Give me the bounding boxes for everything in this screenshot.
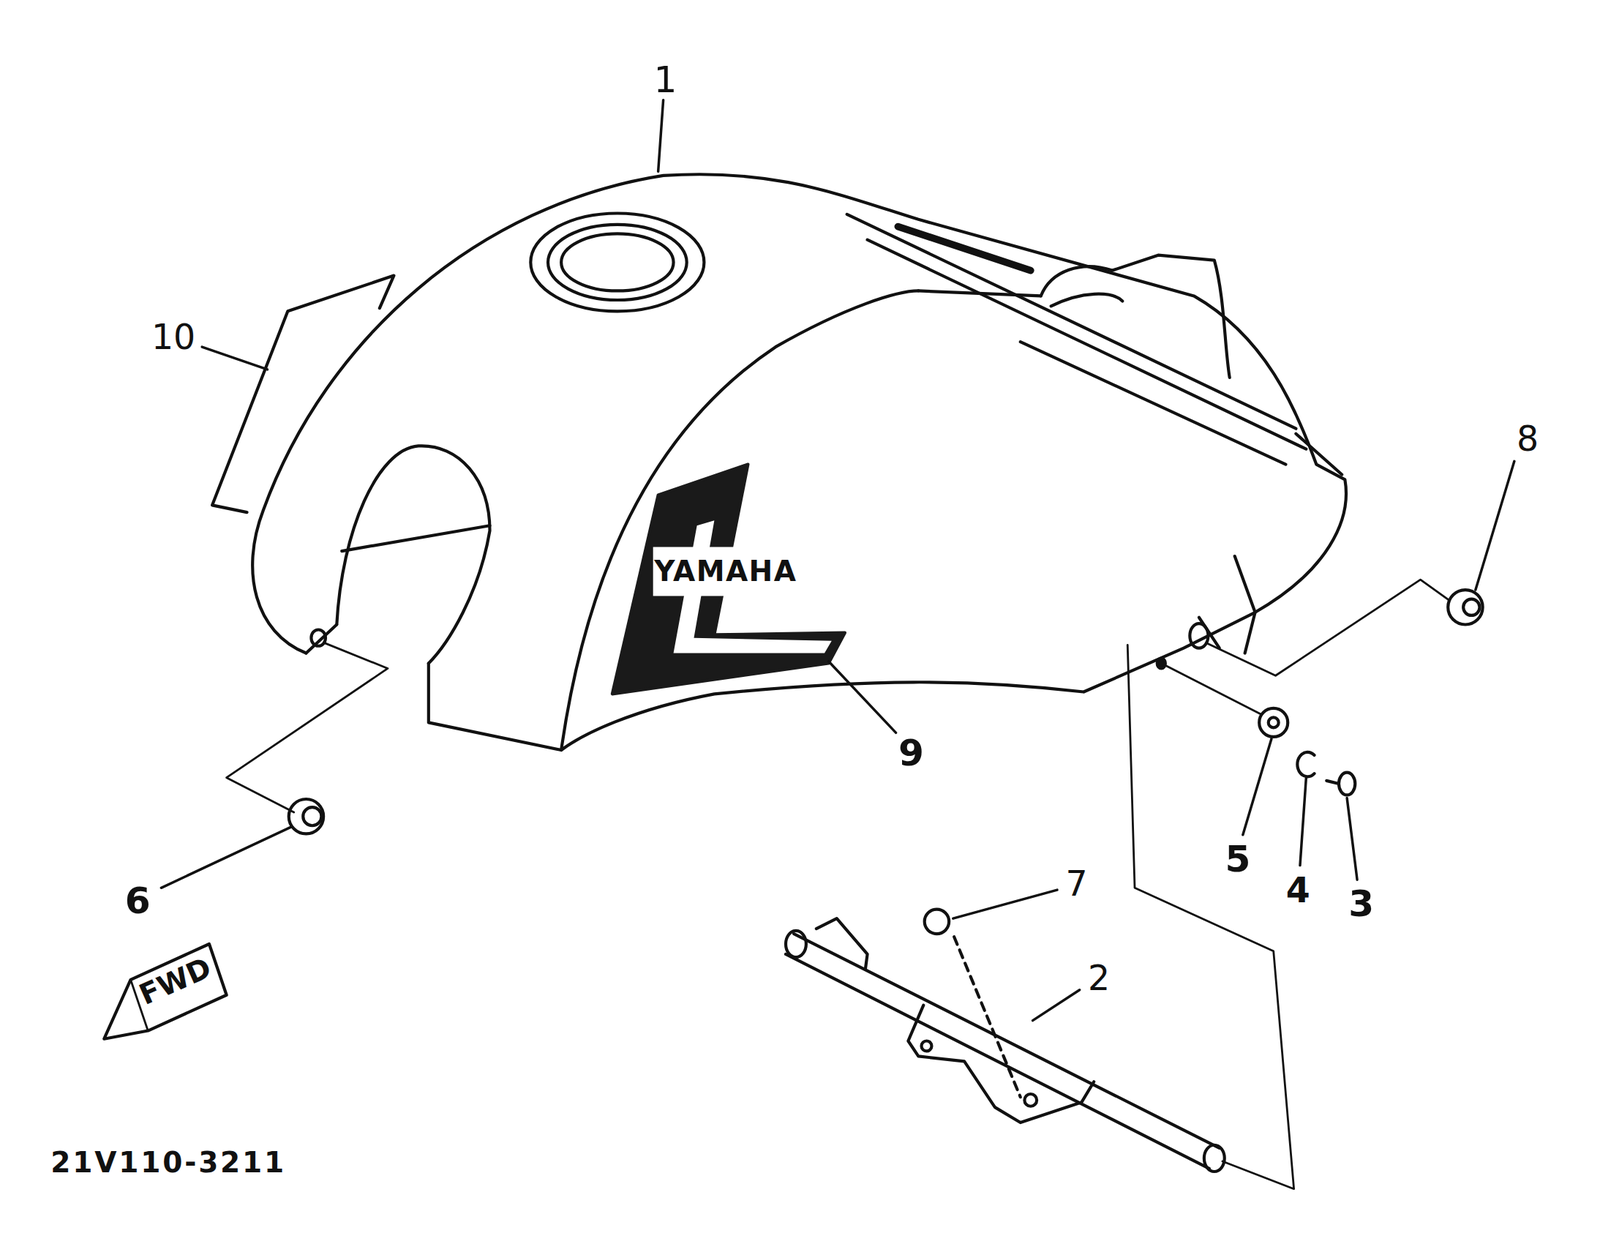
brand-text: YAMAHA <box>654 556 797 586</box>
callout-number: 9 <box>898 734 925 772</box>
callout-number: 6 <box>125 882 151 919</box>
callout-number: 10 <box>151 319 196 355</box>
callout-number: 1 <box>653 61 677 99</box>
callout-number: 2 <box>1087 959 1110 995</box>
callout-number: 7 <box>1065 866 1088 901</box>
figure-code: 21V110-3211 <box>50 1148 287 1178</box>
callout-number: 3 <box>1348 885 1374 923</box>
callout-number: 8 <box>1516 421 1539 456</box>
callout-number: 5 <box>1224 840 1251 878</box>
callout-number: 4 <box>1286 872 1311 907</box>
direction-marker: FWD <box>135 953 216 1010</box>
